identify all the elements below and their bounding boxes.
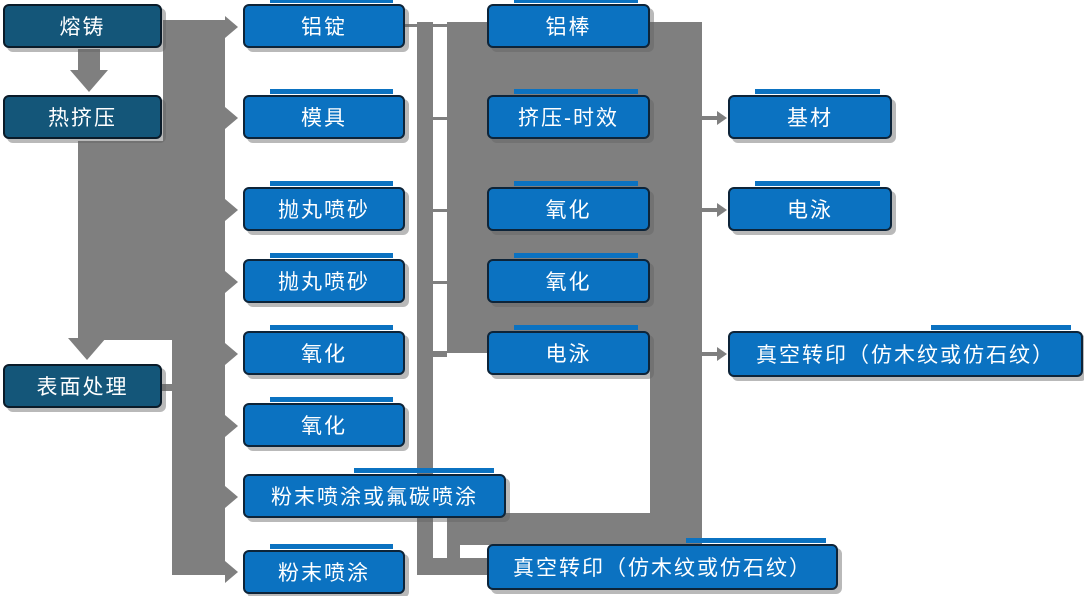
connector-rung-row1: [405, 24, 447, 27]
connector-left-trunk-lower: [172, 340, 225, 575]
arrowhead-to-electrophoresis-icon: [717, 203, 727, 217]
arrowhead-to-vacuum-transfer-icon: [717, 347, 727, 361]
node-oxidation-d: 氧化: [487, 253, 650, 303]
connector-rung-row5: [433, 351, 447, 357]
node-melt-casting: 熔铸: [3, 4, 162, 48]
arrowhead-to-oxidation-a-icon: [225, 343, 238, 365]
arrowhead-to-powder-coating-icon: [225, 561, 238, 583]
node-hot-extrusion: 热挤压: [3, 95, 162, 139]
node-mold: 模具: [243, 89, 405, 139]
node-electrophoresis-a: 电泳: [487, 325, 650, 375]
arrowhead-to-aluminum-ingot-icon: [225, 16, 238, 38]
node-shot-blast-2: 抛丸喷砂: [243, 253, 405, 303]
connector-line-to-vacuum-transfer: [702, 352, 717, 356]
node-extrusion-aging: 挤压-时效: [487, 89, 650, 139]
node-aluminum-ingot: 铝锭: [243, 0, 405, 48]
connector-right-column-lower: [650, 353, 702, 513]
connector-rung-row3: [433, 209, 447, 212]
connector-left-slab: [78, 141, 225, 340]
node-powder-coating: 粉末喷涂: [243, 544, 405, 594]
connector-melt-to-extrusion-bar: [78, 49, 100, 70]
node-oxidation-c: 氧化: [487, 181, 650, 231]
connector-rung-row2: [433, 117, 447, 120]
node-oxidation-b: 氧化: [243, 397, 405, 447]
node-surface-treatment: 表面处理: [3, 364, 162, 408]
node-oxidation-a: 氧化: [243, 325, 405, 375]
arrowhead-to-oxidation-b-icon: [225, 415, 238, 437]
arrowhead-to-substrate-icon: [717, 111, 727, 125]
connector-mid-bar: [417, 22, 433, 568]
connector-surface-treatment-stub: [162, 384, 174, 391]
connector-bottom-shelf: [447, 513, 702, 545]
node-substrate: 基材: [728, 89, 892, 139]
node-powder-or-fluorocarbon-coating: 粉末喷涂或氟碳喷涂: [243, 468, 506, 518]
node-vacuum-transfer-b: 真空转印（仿木纹或仿石纹）: [728, 325, 1083, 377]
connector-left-trunk-upper: [163, 20, 225, 141]
connector-rung-row4: [433, 281, 447, 284]
arrowhead-down-to-surface-treatment-icon: [68, 338, 106, 360]
connector-bottom-elbow: [417, 558, 487, 575]
arrowhead-to-mold-icon: [225, 107, 238, 129]
node-aluminum-rod: 铝棒: [487, 0, 650, 48]
connector-line-to-substrate: [702, 116, 717, 120]
node-vacuum-transfer-a: 真空转印（仿木纹或仿石纹）: [487, 538, 838, 590]
arrowhead-down-to-hot-extrusion-icon: [70, 70, 108, 92]
arrowhead-to-shot-blast-2-icon: [225, 271, 238, 293]
arrowhead-to-powder-fluorocarbon-icon: [225, 486, 238, 508]
node-shot-blast-1: 抛丸喷砂: [243, 181, 405, 231]
node-electrophoresis-b: 电泳: [728, 181, 892, 231]
arrowhead-to-shot-blast-1-icon: [225, 199, 238, 221]
connector-line-to-electrophoresis: [702, 208, 717, 212]
